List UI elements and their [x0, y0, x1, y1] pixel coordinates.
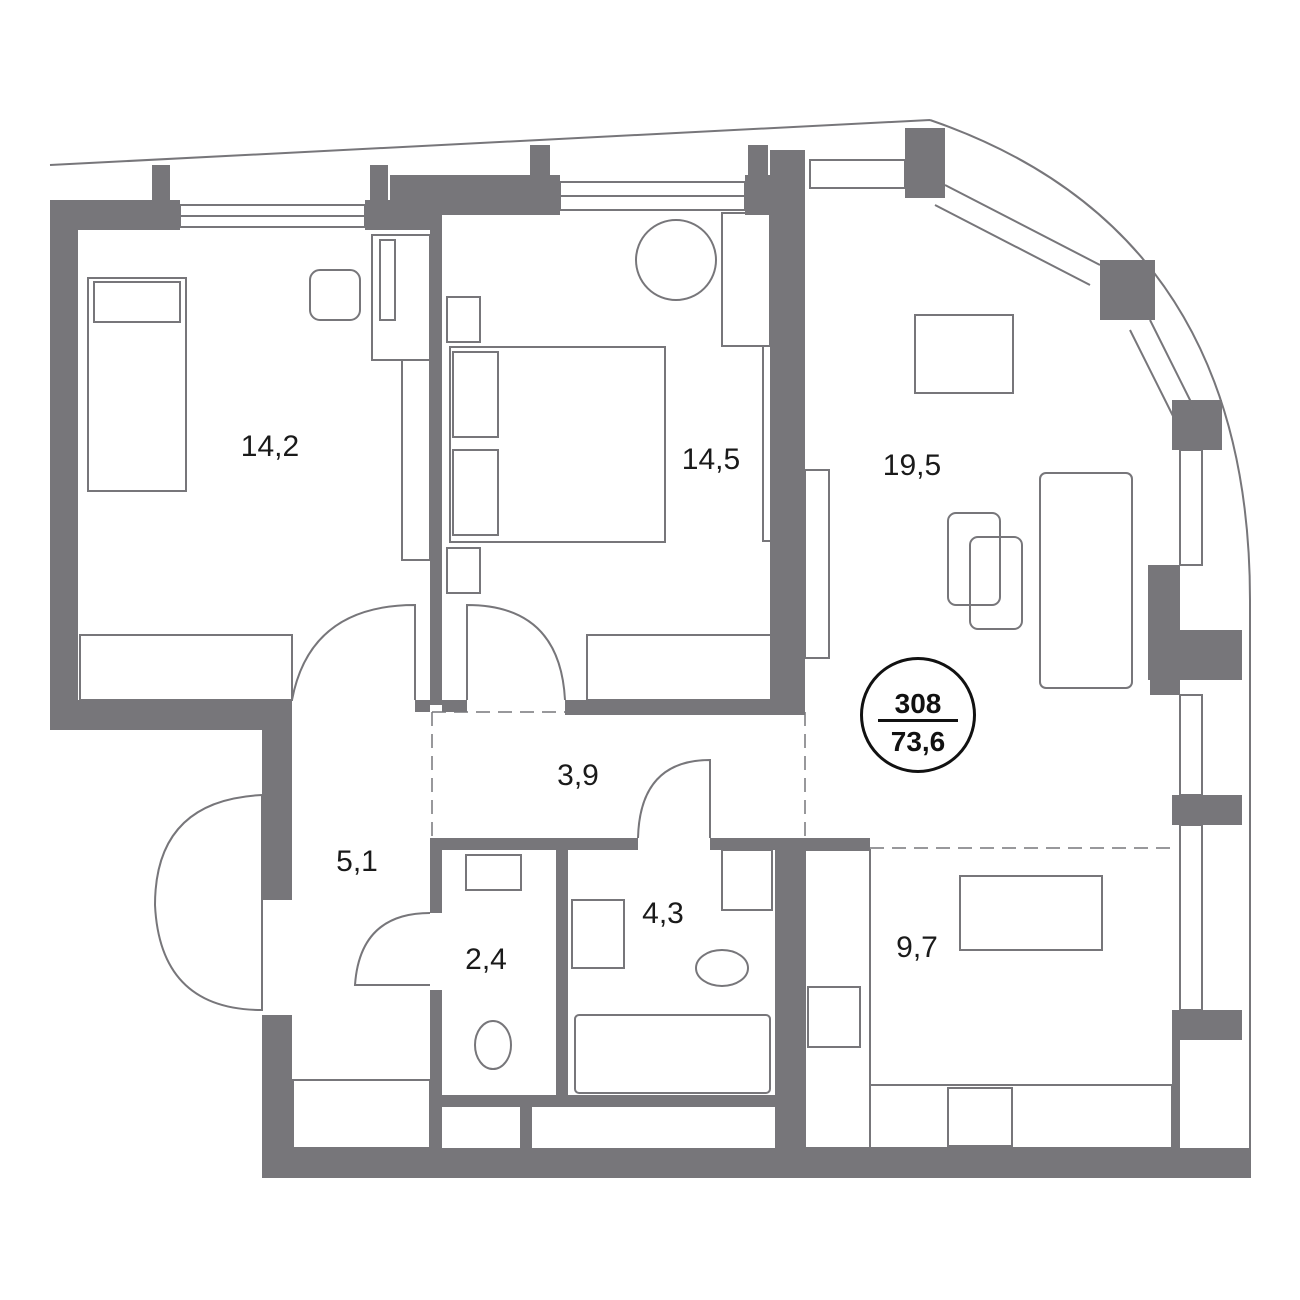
room-area-toilet: 2,4	[465, 943, 507, 976]
room-area-bathroom: 4,3	[642, 897, 684, 930]
room-area-bedroom-middle: 14,5	[681, 443, 741, 476]
doors	[153, 603, 1172, 1012]
furniture	[79, 212, 1173, 1149]
windows	[179, 159, 1203, 1011]
room-area-bedroom-left: 14,2	[240, 430, 300, 463]
apartment-number: 308	[894, 688, 942, 719]
building-outline	[49, 119, 1251, 1178]
room-area-entrance: 5,1	[336, 845, 378, 878]
apartment-badge: 308 73,6	[860, 657, 976, 773]
walls	[50, 128, 1250, 1178]
badge-divider	[878, 719, 958, 722]
room-area-kitchen: 9,7	[896, 931, 938, 964]
room-area-living-room: 19,5	[882, 449, 942, 482]
room-area-hallway: 3,9	[557, 759, 599, 792]
apartment-total-area: 73,6	[890, 726, 946, 757]
